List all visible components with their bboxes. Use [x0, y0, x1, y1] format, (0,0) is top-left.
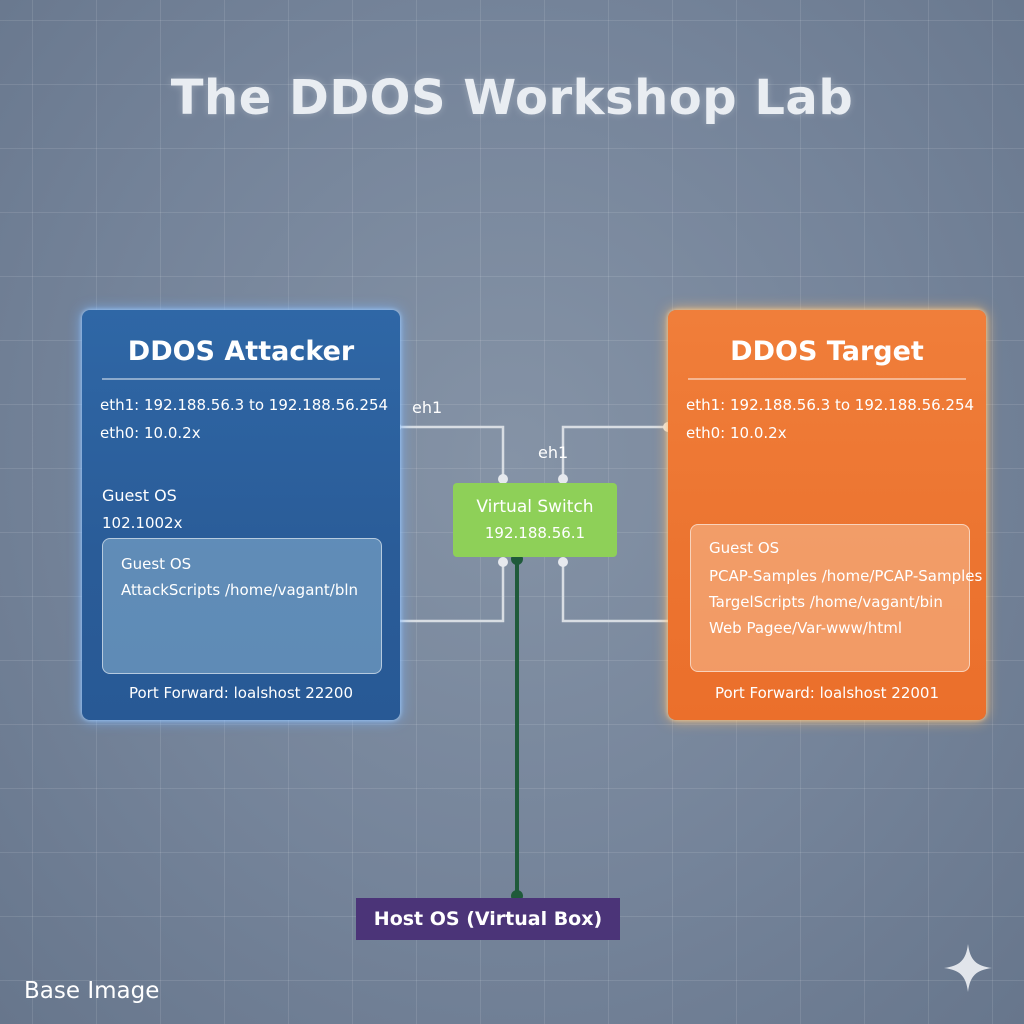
target-divider — [688, 378, 966, 380]
attacker-title: DDOS Attacker — [127, 336, 355, 367]
target-eth1: eth1: 192.188.56.3 to 192.188.56.254 — [686, 396, 975, 414]
attacker-guest-os-ip: 102.1002x — [102, 514, 183, 532]
target-eth0: eth0: 10.0.2x — [686, 424, 787, 442]
connector-dot — [558, 557, 568, 567]
attacker-guest-os-label: Guest OS — [102, 486, 177, 505]
connector-dot — [558, 474, 568, 484]
target-inner-title: Guest OS — [709, 539, 780, 557]
target-web-path: Web Pagee/Var-www/html — [709, 619, 903, 637]
host-os-box: Host OS (Virtual Box) — [356, 898, 620, 940]
attacker-eth1: eth1: 192.188.56.3 to 192.188.56.254 — [100, 396, 389, 414]
wire-target-eth1 — [561, 425, 668, 479]
attacker-port-forward: Port Forward: loalshost 22200 — [128, 684, 354, 702]
attacker-guest-panel: Guest OS AttackScripts /home/vagant/bln — [102, 538, 382, 674]
attacker-box: DDOS Attacker eth1: 192.188.56.3 to 192.… — [82, 310, 400, 720]
attacker-divider — [102, 378, 380, 380]
target-scripts-path: TargelScripts /home/vagant/bin — [709, 593, 943, 611]
target-pcap-path: PCAP-Samples /home/PCAP-Samples — [709, 567, 983, 585]
target-port-forward: Port Forward: loalshost 22001 — [714, 684, 940, 702]
page-title: The DDOS Workshop Lab — [170, 70, 854, 126]
wire-target-guest — [561, 562, 690, 623]
attacker-eth0: eth0: 10.0.2x — [100, 424, 201, 442]
virtual-switch: Virtual Switch 192.188.56.1 — [453, 483, 617, 557]
switch-ip: 192.188.56.1 — [484, 524, 586, 542]
wire-attacker-guest — [374, 562, 505, 623]
target-box: DDOS Target eth1: 192.188.56.3 to 192.18… — [668, 310, 986, 720]
sparkle-icon — [944, 944, 992, 992]
wire-label-right: eh1 — [538, 443, 569, 462]
target-guest-panel: Guest OS PCAP-Samples /home/PCAP-Samples… — [690, 524, 982, 672]
connector-dot — [498, 557, 508, 567]
connector-dot — [498, 474, 508, 484]
attacker-inner-title: Guest OS — [121, 555, 192, 573]
wire-attacker-eth1 — [396, 425, 505, 479]
switch-title: Virtual Switch — [476, 497, 594, 517]
wire-label-left: eh1 — [412, 398, 443, 417]
target-title: DDOS Target — [730, 336, 924, 367]
footer-label: Base Image — [24, 978, 160, 1004]
attacker-scripts-path: AttackScripts /home/vagant/bln — [121, 581, 359, 599]
